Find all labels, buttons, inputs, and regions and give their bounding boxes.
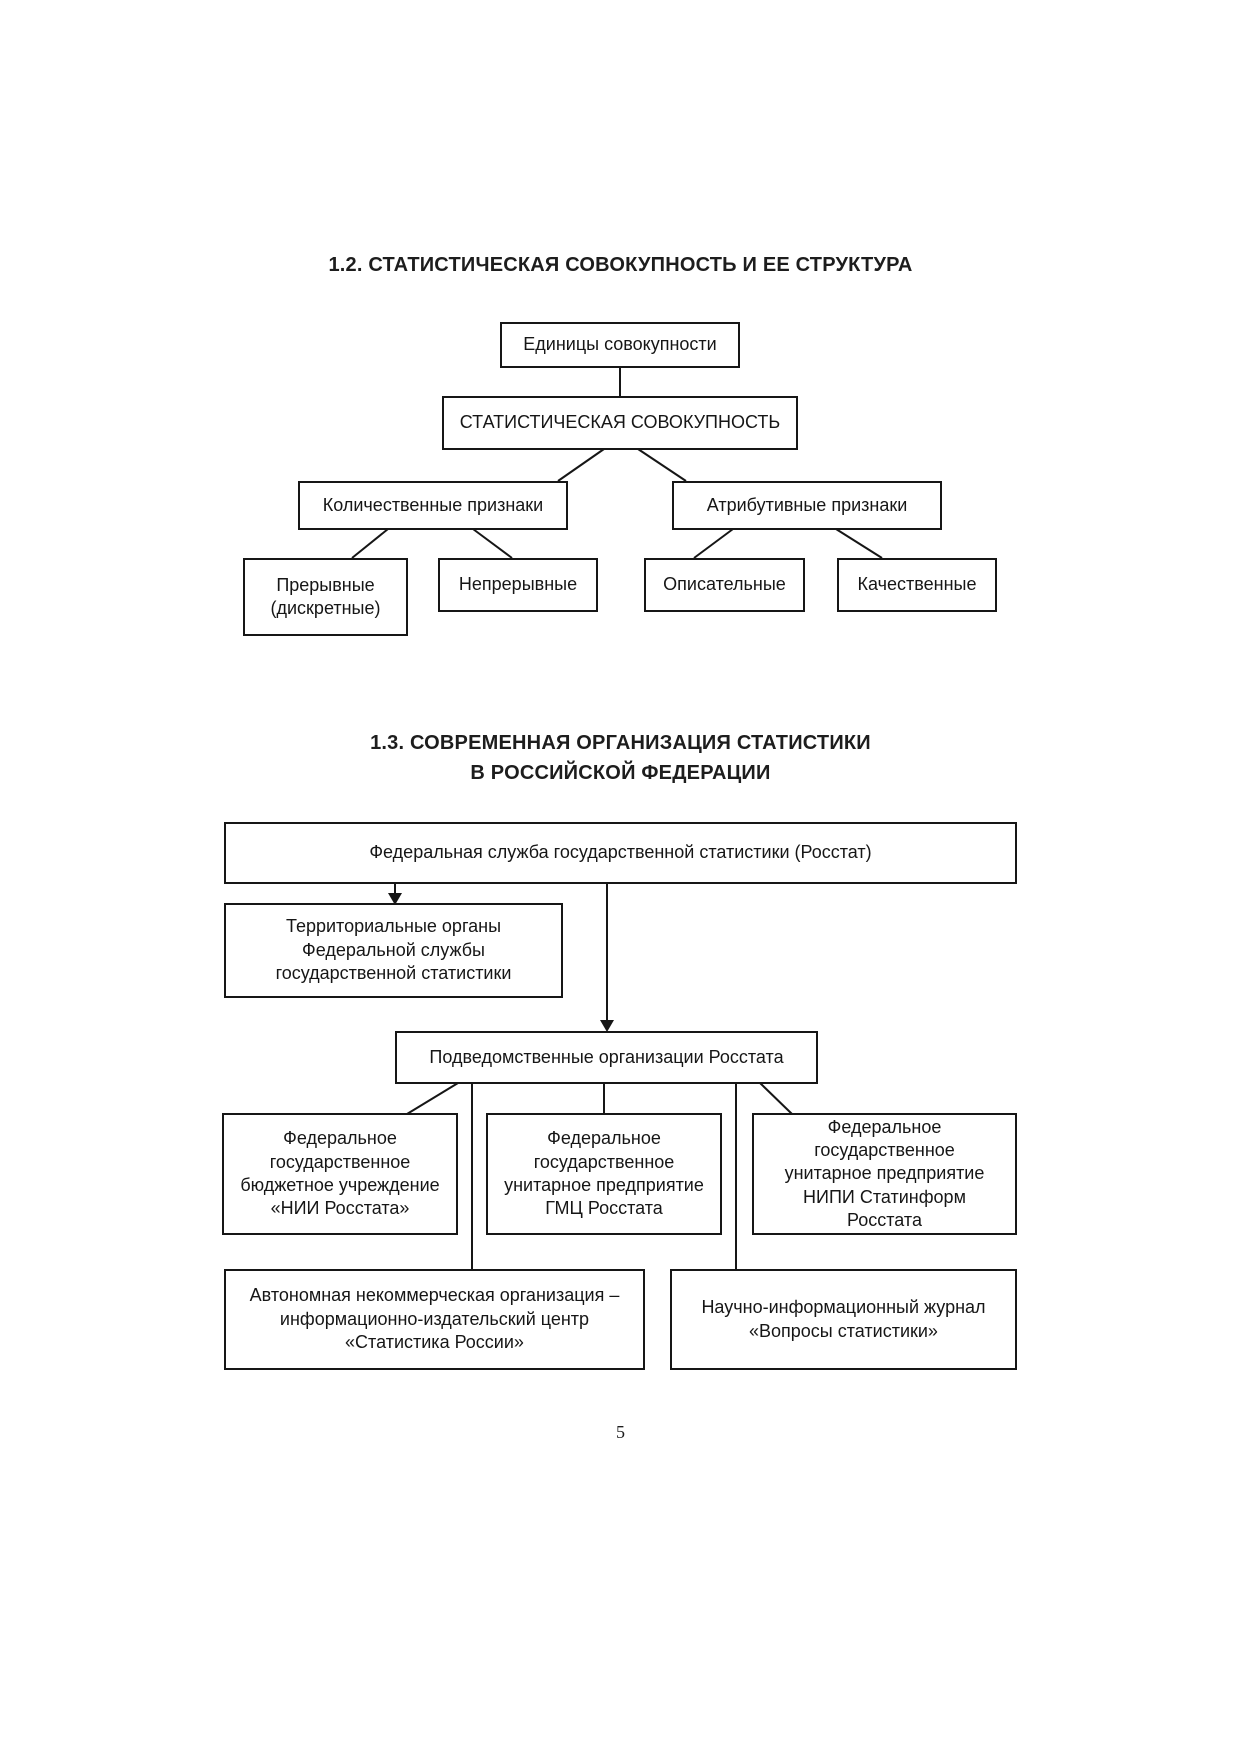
arrowhead-down-icon (388, 893, 402, 905)
node-ano-statistika-rossii: Автономная некоммерческая организация – … (224, 1269, 645, 1370)
node-discrete: Прерывные (дискретные) (243, 558, 408, 636)
node-label: Прерывные (дискретные) (270, 574, 381, 618)
connector-attributive-descriptive (693, 528, 734, 559)
page-number: 5 (616, 1422, 625, 1442)
node-label: Подведомственные организации Росстата (429, 1046, 784, 1067)
node-descriptive: Описательные (644, 558, 805, 612)
node-label: Научно-информационный журнал «Вопросы ст… (701, 1297, 986, 1341)
node-label: Автономная некоммерческая организация – … (249, 1285, 620, 1353)
node-label: Непрерывные (458, 574, 578, 595)
node-label: Атрибутивные признаки (706, 494, 908, 515)
connector-quantitative-discrete (351, 528, 389, 559)
node-label: СТАТИСТИЧЕСКАЯ СОВОКУПНОСТЬ (459, 412, 781, 433)
node-journal-voprosy-statistiki: Научно-информационный журнал «Вопросы ст… (670, 1269, 1017, 1370)
node-continuous: Непрерывные (438, 558, 598, 612)
connector-population-attributive (637, 448, 687, 482)
connector-population-quantitative (557, 448, 605, 482)
node-qualitative: Качественные (837, 558, 997, 612)
node-statistical-population: СТАТИСТИЧЕСКАЯ СОВОКУПНОСТЬ (442, 396, 798, 450)
node-label: Федеральная служба государственной стати… (369, 842, 872, 863)
node-territorial-bodies: Территориальные органы Федеральной служб… (224, 903, 563, 998)
node-gmc-rosstata: Федеральное государственное унитарное пр… (486, 1113, 722, 1235)
connector-quantitative-continuous (472, 528, 513, 559)
section-1-3-title: 1.3. СОВРЕМЕННАЯ ОРГАНИЗАЦИЯ СТАТИСТИКИ … (370, 732, 871, 784)
node-rosstat: Федеральная служба государственной стати… (224, 822, 1017, 884)
connector-subordinate-statinform (759, 1082, 793, 1115)
node-label: Единицы совокупности (523, 334, 717, 355)
node-label: Описательные (663, 574, 786, 595)
connector-subordinate-nii (406, 1082, 459, 1115)
arrowhead-down-icon (600, 1020, 614, 1032)
node-quantitative-attributes: Количественные признаки (298, 481, 568, 530)
connector-attributive-qualitative (835, 528, 883, 559)
node-units-of-population: Единицы совокупности (500, 322, 740, 368)
node-subordinate-organizations: Подведомственные организации Росстата (395, 1031, 818, 1084)
node-label: Количественные признаки (322, 494, 544, 515)
node-label: Федеральное государственное унитарное пр… (504, 1128, 704, 1219)
node-label: Территориальные органы Федеральной служб… (275, 916, 512, 984)
node-nii-rosstata: Федеральное государственное бюджетное уч… (222, 1113, 458, 1235)
node-label: Качественные (857, 574, 977, 595)
node-nipi-statinform: Федеральное государственное унитарное пр… (752, 1113, 1017, 1235)
node-attributive-attributes: Атрибутивные признаки (672, 481, 942, 530)
node-label: Федеральное государственное унитарное пр… (784, 1116, 985, 1231)
section-1-2-title: 1.2. СТАТИСТИЧЕСКАЯ СОВОКУПНОСТЬ И ЕЕ СТ… (328, 254, 913, 276)
node-label: Федеральное государственное бюджетное уч… (240, 1128, 440, 1219)
